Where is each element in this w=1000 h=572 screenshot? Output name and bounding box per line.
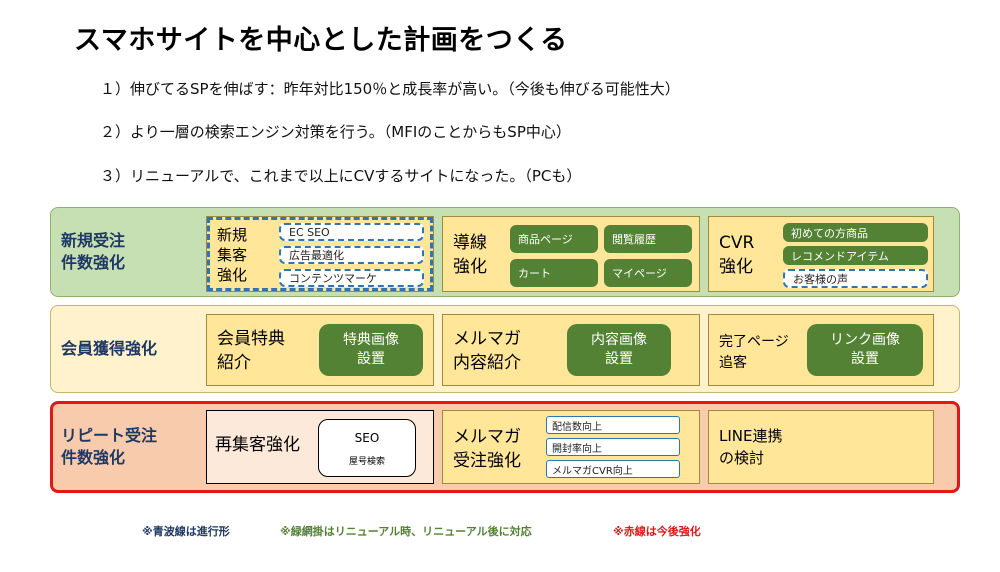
box-label: 再集客強化 (215, 435, 300, 455)
point-1: １）伸びてるSPを伸ばす：昨年対比150％と成長率が高い。（今後も伸びる可能性大… (100, 80, 680, 98)
box-re-acquisition: 再集客強化 SEO 屋号検索 (206, 410, 434, 484)
tag-browse-history: 閲覧履歴 (604, 225, 692, 253)
in-progress-frame (207, 217, 433, 291)
page-title: スマホサイトを中心とした計画をつくる (74, 25, 568, 56)
tag-recommend-items: レコメンドアイテム (783, 246, 928, 265)
row-label: 会員獲得強化 (61, 306, 201, 392)
row-label: リピート受注 件数強化 (61, 404, 201, 490)
seo-subtitle: 屋号検索 (348, 457, 385, 467)
point-2: ２）より一層の検索エンジン対策を行う。（MFIのことからもSP中心） (100, 123, 571, 141)
tag-product-page: 商品ページ (510, 225, 598, 253)
box-line-integration: LINE連携 の検討 (708, 410, 934, 484)
row-label-line: 件数強化 (61, 253, 126, 272)
row-label-line: 新規受注 (61, 231, 126, 251)
note-red-line: ※赤線は今後強化 (613, 525, 701, 538)
row-label: 新規受注 件数強化 (61, 208, 201, 296)
tag-ad-optimization: 広告最適化 (279, 246, 424, 264)
box-completion-page: 完了ページ 追客 リンク画像 設置 (708, 314, 934, 386)
tag-open-rate: 開封率向上 (546, 438, 680, 456)
row-label-line: 件数強化 (61, 448, 126, 467)
tag-ec-seo: EC SEO (279, 223, 424, 241)
benefit-image-button: 特典画像 設置 (319, 324, 423, 376)
box-label: メルマガ 受注強化 (453, 427, 521, 471)
box-newsletter-orders: メルマガ 受注強化 配信数向上 開封率向上 メルマガCVR向上 (442, 410, 700, 484)
point-3: ３）リニューアルで、これまで以上にCVするサイトになった。（PCも） (100, 167, 582, 185)
tag-content-marketing: コンテンツマーケ (279, 269, 424, 287)
tag-cart: カート (510, 259, 598, 287)
box-label: 導線 強化 (453, 233, 487, 277)
tag-newsletter-cvr: メルマガCVR向上 (546, 460, 680, 478)
row-member-acquisition: 会員獲得強化 会員特典 紹介 特典画像 設置 メルマガ 内容紹介 内容画像 設置… (50, 305, 960, 393)
tag-delivery-count: 配信数向上 (546, 416, 680, 434)
seo-box: SEO 屋号検索 (318, 419, 416, 477)
box-cvr: CVR 強化 初めての方商品 レコメンドアイテム お客様の声 (708, 216, 934, 292)
box-label: CVR 強化 (719, 233, 755, 277)
note-green-shaded: ※緑網掛はリニューアル時、リニューアル後に対応 (280, 525, 532, 538)
box-label: 新規 集客 強化 (217, 226, 248, 284)
tag-customer-voice: お客様の声 (783, 269, 928, 288)
box-label: 完了ページ 追客 (719, 334, 789, 371)
tag-first-time-products: 初めての方商品 (783, 223, 928, 242)
tag-my-page: マイページ (604, 259, 692, 287)
row-repeat-orders: リピート受注 件数強化 再集客強化 SEO 屋号検索 メルマガ 受注強化 配信数… (50, 401, 960, 493)
row-label-line: リピート受注 (61, 426, 158, 446)
seo-title: SEO (354, 431, 380, 445)
box-label: メルマガ 内容紹介 (453, 329, 521, 373)
row-new-orders: 新規受注 件数強化 新規 集客 強化 EC SEO 広告最適化 コンテンツマーケ… (50, 207, 960, 297)
box-label: LINE連携 の検討 (719, 427, 783, 467)
box-newsletter-intro: メルマガ 内容紹介 内容画像 設置 (442, 314, 700, 386)
box-new-acquisition: 新規 集客 強化 EC SEO 広告最適化 コンテンツマーケ (206, 216, 434, 292)
box-label: 会員特典 紹介 (217, 329, 285, 373)
box-member-benefits: 会員特典 紹介 特典画像 設置 (206, 314, 434, 386)
note-blue-dashed: ※青波線は進行形 (142, 525, 230, 538)
content-image-button: 内容画像 設置 (567, 324, 671, 376)
box-navigation: 導線 強化 商品ページ 閲覧履歴 カート マイページ (442, 216, 700, 292)
row-label-line: 会員獲得強化 (61, 339, 158, 359)
link-image-button: リンク画像 設置 (807, 324, 923, 376)
